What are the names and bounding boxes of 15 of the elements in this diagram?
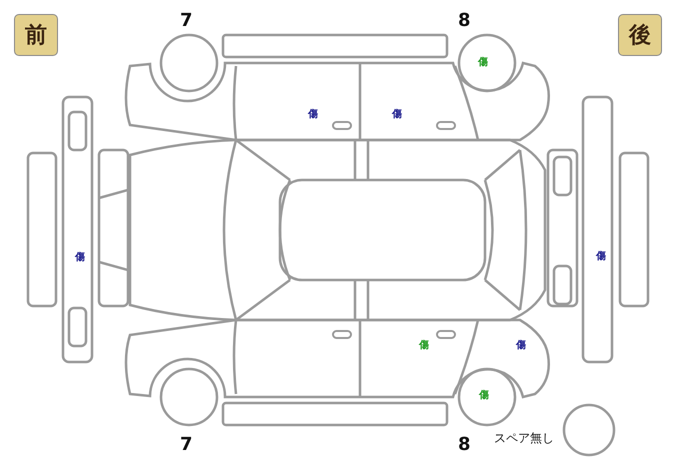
damage-mark: 傷 <box>308 110 318 120</box>
note-text: スペア無し <box>494 432 554 444</box>
damage-mark: 傷 <box>596 252 606 262</box>
tread-number: 7 <box>180 12 193 30</box>
tread-number: 8 <box>458 12 471 30</box>
damage-mark: 傷 <box>392 110 402 120</box>
label-badge: 後 <box>618 14 662 56</box>
damage-mark: 傷 <box>75 253 85 263</box>
damage-mark: 傷 <box>478 58 488 68</box>
tread-number: 8 <box>458 436 471 454</box>
tread-number: 7 <box>180 436 193 454</box>
damage-mark: 傷 <box>419 341 429 351</box>
damage-mark: 傷 <box>479 391 489 401</box>
damage-mark: 傷 <box>516 341 526 351</box>
label-badge: 前 <box>14 14 58 56</box>
